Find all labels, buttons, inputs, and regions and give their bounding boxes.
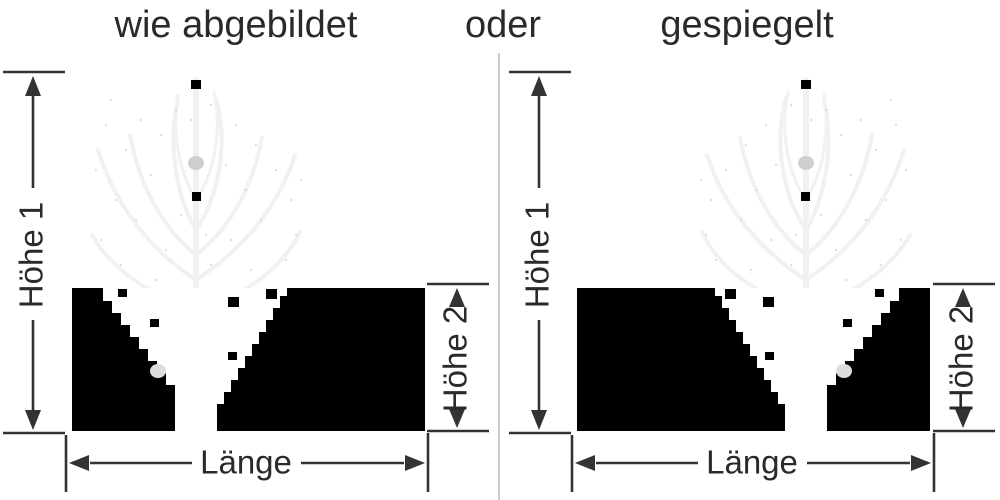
variant-title-as-shown: wie abgebildet: [114, 4, 358, 46]
product-silhouette-image: [72, 77, 425, 431]
dimension-height2: Höhe 2: [427, 282, 489, 433]
length-label: Länge: [706, 444, 798, 481]
dimension-height2: Höhe 2: [933, 282, 995, 433]
stem-dot-top: [191, 80, 201, 89]
arrow-left-icon: [69, 455, 89, 471]
arrow-down-icon: [955, 409, 971, 428]
arrow-up-icon: [449, 288, 465, 307]
dimension-length: Länge: [64, 433, 430, 492]
arrow-up-icon: [531, 76, 547, 96]
cutout-pixel-dots: [725, 289, 884, 378]
stem-dot-mid: [801, 192, 810, 201]
diagram-as-shown: Höhe 1 Höhe 2 Länge: [3, 70, 489, 492]
dimension-height1: Höhe 1: [3, 70, 65, 435]
vertical-divider: [498, 53, 500, 500]
arrow-up-icon: [25, 76, 41, 96]
dimension-length: Länge: [570, 433, 936, 492]
product-silhouette-image-mirrored: [577, 77, 930, 431]
arrow-down-icon: [449, 409, 465, 428]
dimension-height1: Höhe 1: [509, 70, 571, 435]
stem-smudge: [188, 156, 204, 170]
height2-label: Höhe 2: [437, 306, 474, 412]
height2-label: Höhe 2: [943, 306, 980, 412]
plant-cutout: [715, 288, 899, 431]
arrow-right-icon: [911, 455, 931, 471]
stem-dot-top: [801, 80, 811, 89]
arrow-left-icon: [575, 455, 595, 471]
stem-smudge: [798, 156, 814, 170]
plant-cutout: [103, 288, 287, 431]
variant-title-mirrored: gespiegelt: [660, 4, 834, 46]
arrow-right-icon: [405, 455, 425, 471]
height1-label: Höhe 1: [13, 202, 50, 308]
length-label: Länge: [200, 444, 292, 481]
arrow-down-icon: [531, 410, 547, 430]
arrow-up-icon: [955, 288, 971, 307]
arrow-down-icon: [25, 410, 41, 430]
diagram-mirrored: Höhe 1 Höhe 2 Länge: [509, 70, 995, 492]
height1-label: Höhe 1: [519, 202, 556, 308]
stem-dot-mid: [192, 192, 201, 201]
variant-connector-label: oder: [464, 4, 542, 46]
cutout-pixel-dots: [118, 289, 277, 378]
